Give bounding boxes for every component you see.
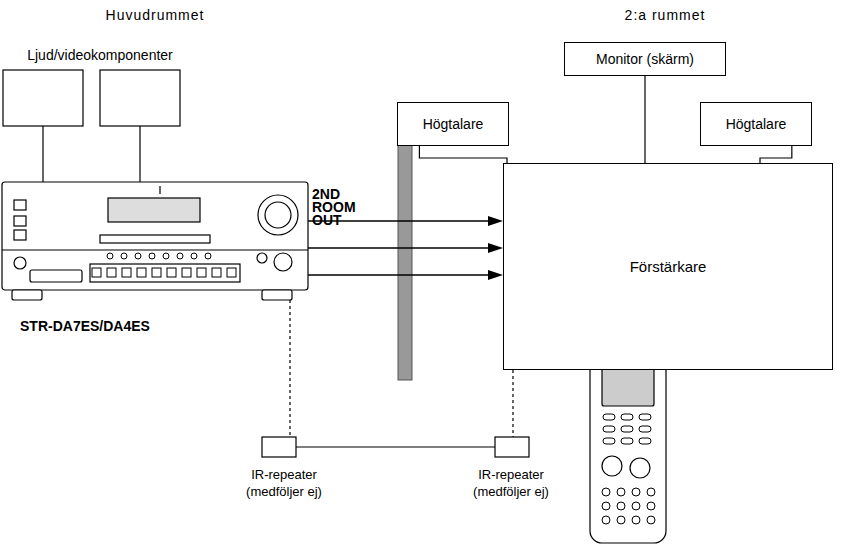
node-text: Förstärkare [630,258,707,275]
node-text: Högtalare [726,116,787,132]
device-box: Högtalare [700,102,812,146]
text-label: Ljud/videokomponenter [15,47,185,64]
cable-connector [644,76,645,163]
device-box: Högtalare [397,102,509,146]
ir-repeater [262,437,296,457]
component-box [100,70,180,126]
node-text: Högtalare [423,116,484,132]
receiver [2,182,308,300]
receiver-buttons [92,253,236,277]
cable-connector [419,146,507,163]
text-label: IR-repeater (medföljer ej) [228,466,340,500]
component-box [3,70,83,126]
cable-connector [760,146,792,163]
text-label: STR-DA7ES/DA4ES [20,318,180,335]
remote-buttons [602,414,655,524]
amplifier-box: Förstärkare [503,163,833,370]
wall [398,124,412,380]
component-wire [42,126,43,182]
ir-cable [296,446,495,447]
text-label: 2:a rummet [610,7,720,24]
text-label: 2ND ROOM OUT [312,188,368,227]
ir-link [512,370,513,437]
device-box: Monitor (skärm) [564,42,726,76]
text-label: IR-repeater (medföljer ej) [455,466,567,500]
ir-repeater [495,437,529,457]
node-text: Monitor (skärm) [596,51,694,67]
ir-link [289,300,290,437]
component-wire [139,126,140,182]
text-label: Huvudrummet [90,7,220,24]
